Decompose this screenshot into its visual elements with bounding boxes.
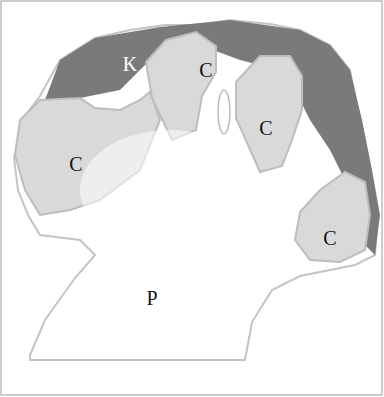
region-label: P	[146, 288, 157, 308]
region-label: C	[199, 60, 212, 80]
region-label: C	[323, 228, 336, 248]
region-label: C	[259, 118, 272, 138]
region-label: K	[123, 54, 137, 74]
region-label: C	[69, 154, 82, 174]
